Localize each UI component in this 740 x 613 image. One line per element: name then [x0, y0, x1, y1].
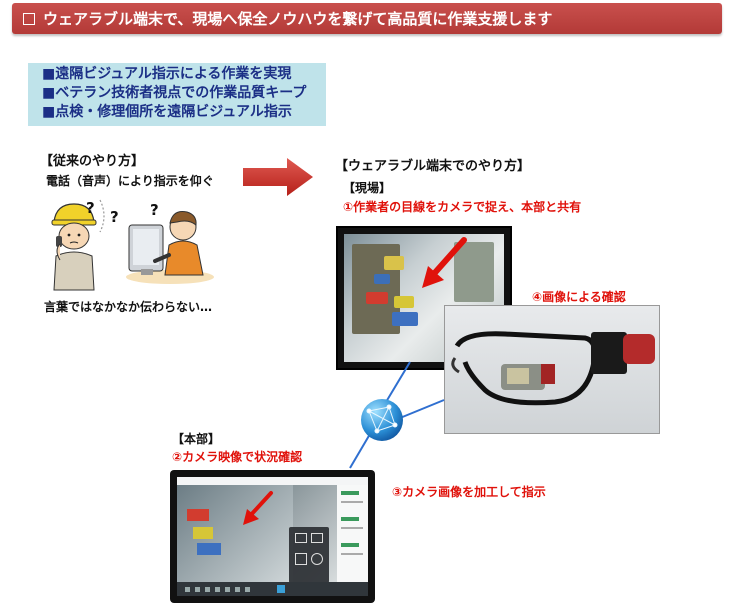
- new-way-title: 【ウェアラブル端末でのやり方】: [335, 159, 531, 174]
- step3-text: ③カメラ画像を加工して指示: [392, 485, 546, 499]
- connection-lines: [349, 361, 445, 469]
- hq-monitor: [170, 470, 375, 603]
- step4-text: ④画像による確認: [532, 290, 626, 304]
- header-banner: ウェアラブル端末で、現場へ保全ノウハウを繋げて高品質に作業支援します: [12, 3, 722, 34]
- old-way-phone-text: 電話（音声）により指示を仰ぐ: [46, 174, 214, 188]
- hq-monitor-screen: [177, 477, 368, 596]
- signal-waves-icon: [99, 199, 105, 233]
- smart-glasses-icon: [451, 331, 655, 406]
- header-title: ウェアラブル端末で、現場へ保全ノウハウを繋げて高品質に作業支援します: [43, 10, 553, 28]
- site-label: 【現場】: [343, 181, 392, 195]
- feature-bullets: ■遠隔ビジュアル指示による作業を実現 ■ベテラン技術者視点での作業品質キープ ■…: [28, 63, 326, 126]
- site-camera-photo: [336, 226, 512, 370]
- instruction-arrow-icon: [422, 237, 467, 288]
- annotation-arrow-icon: [243, 491, 273, 525]
- step1-text: ①作業者の目線をカメラで捉え、本部と共有: [343, 200, 582, 214]
- step2-text: ②カメラ映像で状況確認: [172, 450, 303, 464]
- question-mark: ?: [110, 208, 119, 226]
- office-worker-icon: [126, 211, 214, 284]
- smart-glasses-photo: [444, 305, 660, 434]
- bullet-item: ■遠隔ビジュアル指示による作業を実現: [42, 66, 292, 82]
- worker-helmet-icon: [51, 203, 97, 291]
- bullet-item: ■ベテラン技術者視点での作業品質キープ: [42, 85, 307, 101]
- old-way-caption: 言葉ではなかなか伝わらない…: [44, 300, 213, 314]
- network-globe-icon: [361, 399, 403, 441]
- bullet-item: ■点検・修理個所を遠隔ビジュアル指示: [42, 104, 292, 120]
- question-mark: ?: [150, 201, 159, 219]
- hq-label: 【本部】: [172, 432, 221, 446]
- old-way-title: 【従来のやり方】: [40, 154, 145, 169]
- arrow-right-icon: [243, 158, 313, 196]
- checkbox-square-icon: [23, 12, 35, 25]
- question-mark: ?: [86, 199, 95, 217]
